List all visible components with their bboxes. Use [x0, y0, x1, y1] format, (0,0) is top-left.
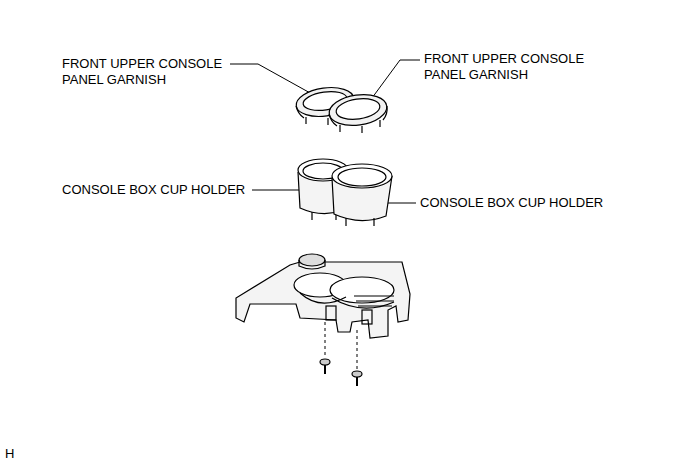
screws — [320, 322, 362, 386]
cup-holder-right — [332, 164, 392, 226]
console-base — [236, 254, 410, 338]
part-name: CONSOLE BOX CUP HOLDER — [62, 182, 245, 198]
part-name: FRONT UPPER CONSOLE PANEL GARNISH — [424, 51, 602, 83]
part-name: FRONT UPPER CONSOLE PANEL GARNISH — [62, 56, 230, 88]
garnish-right — [327, 91, 389, 133]
part-name: CONSOLE BOX CUP HOLDER — [420, 195, 603, 211]
figure-code: H — [5, 446, 14, 462]
